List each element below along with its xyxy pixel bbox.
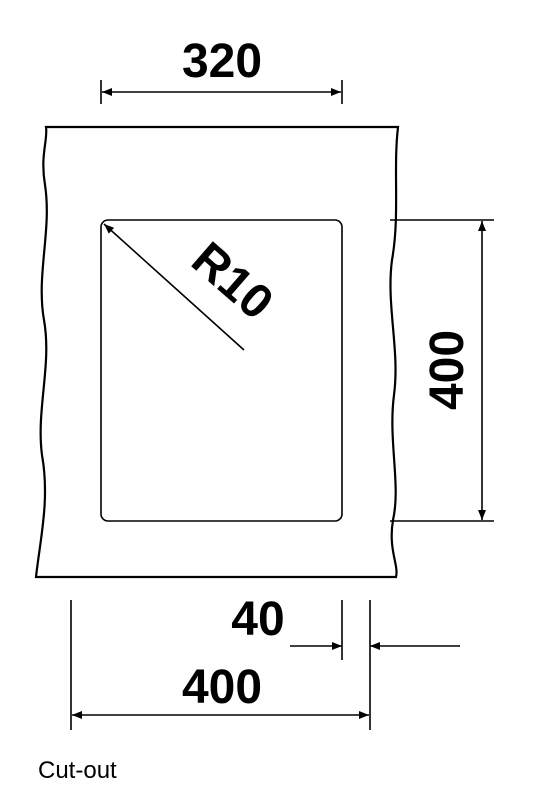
bottom-dim-label: 400 — [182, 661, 262, 714]
offset-label: 40 — [231, 593, 284, 646]
worktop-outline — [34, 125, 400, 579]
right-dim-label: 400 — [421, 330, 474, 410]
top-dim-label: 320 — [182, 35, 262, 88]
radius-leader — [103, 223, 245, 351]
caption: Cut-out — [38, 757, 117, 784]
radius-label: R10 — [182, 232, 283, 330]
sink-cutout — [100, 219, 343, 522]
